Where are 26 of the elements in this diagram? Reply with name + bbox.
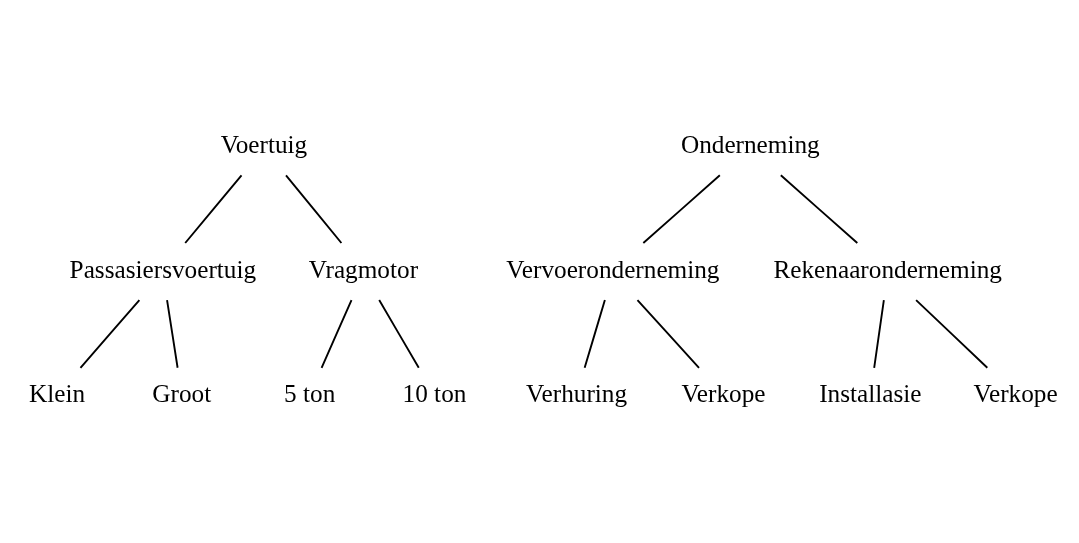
connector xyxy=(79,299,141,369)
node-text: Klein xyxy=(29,379,86,408)
node-text: Vragmotor xyxy=(308,254,419,283)
node-text: Voertuig xyxy=(220,129,308,158)
node-text: Onderneming xyxy=(680,129,820,158)
connector xyxy=(915,299,989,369)
node-text: Verkope xyxy=(681,379,766,408)
connector xyxy=(583,299,606,369)
connector xyxy=(642,174,721,244)
node-text: Verkope xyxy=(973,379,1058,408)
node-text: 5 ton xyxy=(284,379,336,408)
node-text: Passasiersvoertuig xyxy=(69,254,257,283)
connector xyxy=(873,299,885,369)
node-text: Groot xyxy=(152,379,212,408)
connector xyxy=(184,174,243,244)
node-text: Vervoeronderneming xyxy=(506,254,720,283)
node-text: Rekenaaronderneming xyxy=(773,254,1002,283)
node-text: Installasie xyxy=(819,379,922,408)
connector xyxy=(636,299,700,369)
connector xyxy=(320,299,353,369)
connector xyxy=(166,299,179,369)
node-text: 10 ton xyxy=(402,379,467,408)
connector xyxy=(285,174,343,244)
connector xyxy=(378,299,420,369)
connector xyxy=(779,174,859,244)
node-text: Verhuring xyxy=(526,379,628,408)
